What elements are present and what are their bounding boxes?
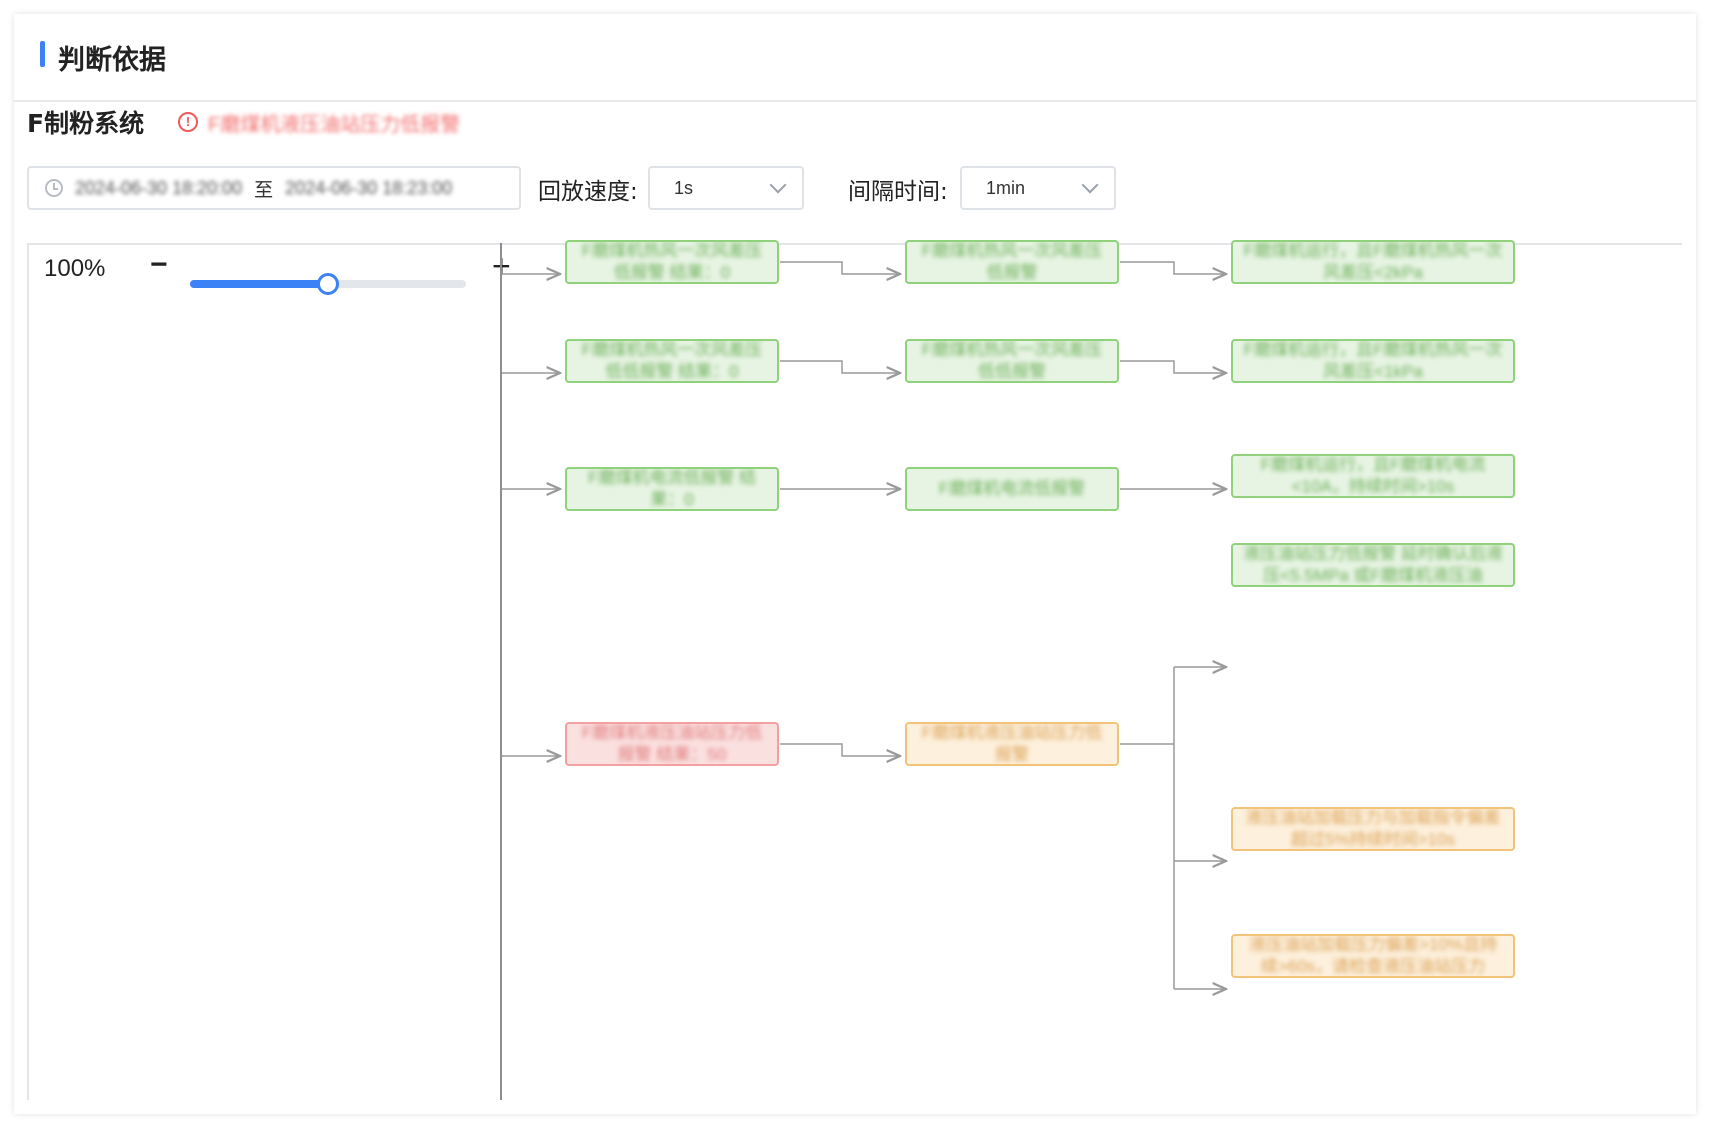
connector <box>1120 360 1226 373</box>
date-separator: 至 <box>254 179 274 201</box>
tree-node[interactable]: F磨煤机运行，且F磨煤机热风一次风差压<1kPa <box>1231 339 1515 383</box>
clock-icon <box>45 179 63 197</box>
tree-node[interactable]: F磨煤机热风一次风差压低低报警 结果：0 <box>565 339 779 383</box>
interval-select[interactable]: 1min <box>960 166 1116 210</box>
zoom-slider-thumb[interactable] <box>317 273 339 295</box>
tree-node[interactable]: F磨煤机热风一次风差压低报警 结果：0 <box>565 240 779 284</box>
tree-node-alarm[interactable]: F磨煤机液压油站压力低报警 结果：50 <box>565 722 779 766</box>
zoom-slider-fill <box>190 280 328 288</box>
tree-node[interactable]: F磨煤机热风一次风差压低报警 <box>905 240 1119 284</box>
alert-message: ! F磨煤机液压油站压力低报警 <box>178 108 460 136</box>
page-title: 判断依据 <box>58 45 166 76</box>
title-accent-bar <box>40 41 45 67</box>
zoom-slider[interactable] <box>190 273 466 295</box>
connector <box>1120 261 1226 274</box>
playback-speed-value: 1s <box>674 177 694 198</box>
system-name: F制粉系统 <box>27 109 145 138</box>
interval-label: 间隔时间: <box>848 179 948 205</box>
tree-canvas[interactable] <box>27 243 1682 1100</box>
tree-node[interactable]: 液压油站压力低报警 延时确认后液压<5.5MPa 或F磨煤机液压油 <box>1231 543 1515 587</box>
tree-node-warning[interactable]: 液压油站加载压力偏差>10%且持续>60s，请检查液压油站压力 <box>1231 934 1515 978</box>
playback-speed-select[interactable]: 1s <box>648 166 804 210</box>
date-end[interactable]: 2024-06-30 18:23:00 <box>285 177 453 198</box>
playback-speed-label: 回放速度: <box>538 179 638 205</box>
interval-value: 1min <box>986 177 1026 198</box>
tree-node[interactable]: F磨煤机运行，且F磨煤机电流<10A，持续时间>10s <box>1231 454 1515 498</box>
alert-text: F磨煤机液压油站压力低报警 <box>208 113 461 136</box>
zoom-level: 100% <box>44 255 106 282</box>
tree-node[interactable]: F磨煤机热风一次风差压低低报警 <box>905 339 1119 383</box>
tree-node[interactable]: F磨煤机运行，且F磨煤机热风一次风差压<2kPa <box>1231 240 1515 284</box>
tree-node[interactable]: F磨煤机电流低报警 结果：0 <box>565 467 779 511</box>
warning-icon: ! <box>178 112 198 132</box>
tree-node[interactable]: F磨煤机电流低报警 <box>905 467 1119 511</box>
connector <box>780 360 900 373</box>
tree-node-warning[interactable]: 液压油站加载压力与加载指令偏差超过5%持续时间>10s <box>1231 807 1515 851</box>
panel-header: 判断依据 <box>14 14 1696 102</box>
connector <box>780 743 900 756</box>
date-range-picker[interactable]: 2024-06-30 18:20:00 至 2024-06-30 18:23:0… <box>27 166 521 210</box>
tree-root-line <box>500 243 502 1100</box>
zoom-out-button[interactable]: − <box>150 248 168 281</box>
connector <box>780 261 900 274</box>
date-start[interactable]: 2024-06-30 18:20:00 <box>75 177 243 198</box>
tree-node-warning[interactable]: F磨煤机液压油站压力低报警 <box>905 722 1119 766</box>
